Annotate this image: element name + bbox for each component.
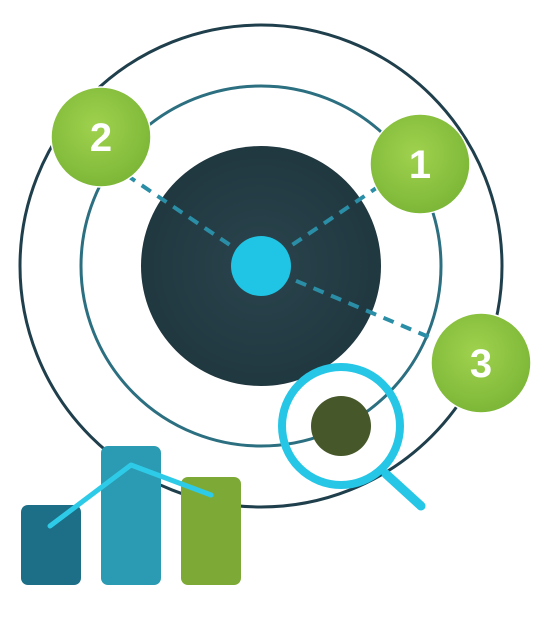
chart-bar-1: [21, 505, 81, 585]
chart-bar-3: [181, 477, 241, 585]
magnifier-handle: [381, 469, 426, 511]
center-dot: [231, 236, 291, 296]
marker-1-badge: [369, 113, 471, 215]
marker-2-badge: [50, 86, 152, 188]
marker-1: 1: [369, 113, 471, 215]
magnifier-lens: [278, 363, 404, 489]
chart-bar-2: [101, 446, 161, 585]
marker-2-label: 2: [90, 116, 112, 160]
connector-to-3: [260, 264, 437, 342]
chart-trend-line: [47, 462, 214, 529]
marker-3-label: 3: [470, 342, 492, 386]
magnifier-icon: [278, 363, 426, 511]
middle-ring: [79, 84, 443, 448]
marker-3-badge: [430, 312, 532, 414]
marker-3: 3: [430, 312, 532, 414]
marker-1-label: 1: [409, 143, 431, 187]
outer-ring: [18, 23, 504, 509]
target-spot: [311, 396, 371, 456]
bar-chart-icon: [21, 446, 241, 585]
marker-2: 2: [50, 86, 152, 188]
